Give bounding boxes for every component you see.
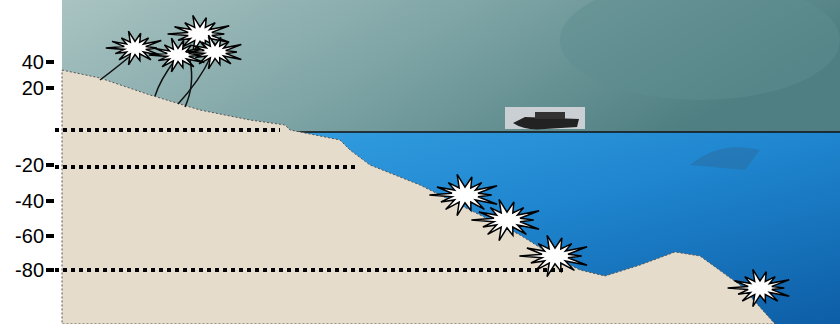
explosion-burst xyxy=(186,35,242,69)
depth-lines xyxy=(55,130,565,270)
explosion-burst xyxy=(519,235,587,276)
axis-value: -20 xyxy=(0,154,44,176)
explosion-burst xyxy=(471,199,539,240)
axis-value: -60 xyxy=(0,225,44,247)
explosion-burst xyxy=(149,38,205,72)
explosion-burst xyxy=(106,31,162,65)
axis-value: -80 xyxy=(0,259,44,281)
axis-value: -40 xyxy=(0,190,44,212)
seabed-land xyxy=(62,70,775,324)
sky-shade xyxy=(560,0,840,100)
boat xyxy=(505,107,585,129)
axis-ticks xyxy=(46,62,54,270)
fish-shadow xyxy=(690,147,760,170)
explosion-burst xyxy=(728,269,790,306)
axis-value: 40 xyxy=(0,51,44,73)
water-surface xyxy=(285,131,840,133)
axis-value: 20 xyxy=(0,77,44,99)
explosion-burst xyxy=(429,174,497,215)
